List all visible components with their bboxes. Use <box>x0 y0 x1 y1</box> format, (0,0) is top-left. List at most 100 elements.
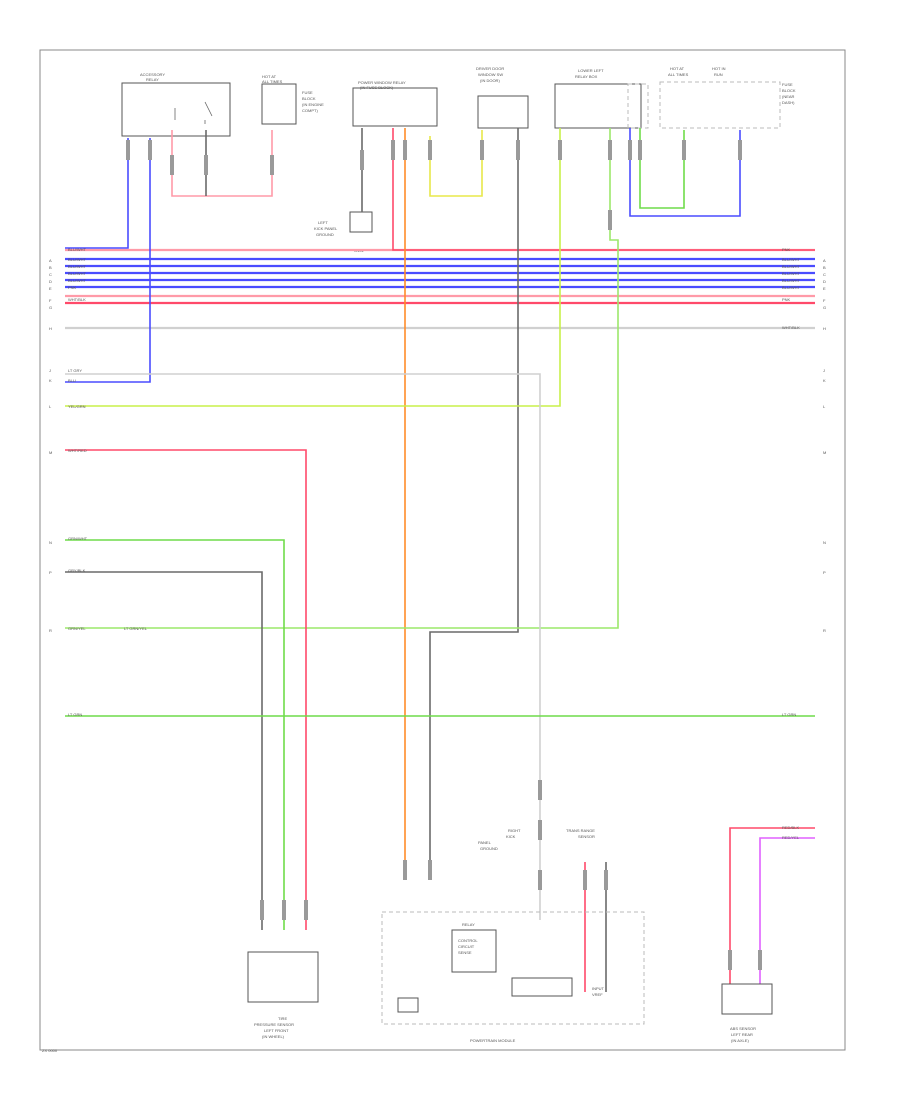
kick-panel-ground-label-1: LEFT <box>318 220 328 225</box>
pin-letter-left: F <box>49 298 52 303</box>
wire <box>65 128 561 407</box>
bus-label-right: BLU/WHT <box>782 257 801 262</box>
connector-pin <box>638 140 642 160</box>
bus-label-right: BLU/WHT <box>782 285 801 290</box>
kick-panel-ground-label-3: GROUND <box>316 232 334 237</box>
fuse-block-label-4: COMPT) <box>302 108 318 113</box>
wire-label-w4: WHT/RED <box>68 448 87 453</box>
bus-label-left: BLU/WHT <box>68 278 87 283</box>
bus-label-right: PNK <box>782 297 791 302</box>
connector-pin <box>428 140 432 160</box>
pin-letter-right: P <box>823 570 826 575</box>
right-ground-label-1: RIGHT <box>508 828 521 833</box>
connector-pin <box>126 140 130 160</box>
pin-letter-left: C <box>49 272 52 277</box>
pin-letter-left: H <box>49 326 52 331</box>
accessory-relay-label-2: RELAY <box>146 77 159 82</box>
connector-pin <box>148 140 152 160</box>
near-dash-fuse-1: FUSE <box>782 82 793 87</box>
connector-pin <box>260 900 264 920</box>
pin-letter-right: R <box>823 628 826 633</box>
pin-letter-left: K <box>49 378 52 383</box>
wire <box>639 128 685 209</box>
abs-sensor-label-3: (IN AXLE) <box>731 1038 749 1043</box>
connector-pin <box>604 870 608 890</box>
pin-letter-left: E <box>49 286 52 291</box>
connector-pin <box>583 870 587 890</box>
connector-pin <box>170 155 174 175</box>
fuse-block-label-1: FUSE <box>302 90 313 95</box>
lower-left-relay-box: LOWER LEFT RELAY BOX <box>554 68 649 129</box>
relay-box-label-2: RELAY BOX <box>575 74 598 79</box>
kick-panel-ground-label-2: KICK PANEL <box>314 226 338 231</box>
pin-letter-left: A <box>49 258 52 263</box>
kick-panel-ground: LEFT KICK PANEL GROUND G101 <box>314 211 373 253</box>
right-ground-label-3: PANEL <box>478 840 492 845</box>
connector-pin <box>403 860 407 880</box>
wire-label-w5: GRN/WHT <box>68 536 88 541</box>
right-ground-label-4: GROUND <box>480 846 498 851</box>
wire-runs <box>65 128 815 992</box>
bus-label-right: BLU/WHT <box>782 264 801 269</box>
connector-pin <box>682 140 686 160</box>
connector-pin <box>391 140 395 160</box>
pin-letter-right: L <box>823 404 826 409</box>
trans-sensor-label-1: TRANS RANGE <box>566 828 595 833</box>
tire-pressure-sensor: TIRE PRESSURE SENSOR LEFT FRONT (IN WHEE… <box>247 951 319 1039</box>
pin-letter-left: J <box>49 368 51 373</box>
abs-sensor-left-rear: ABS SENSOR LEFT REAR (IN AXLE) <box>721 983 773 1043</box>
module-label-relay: RELAY <box>462 922 475 927</box>
connector-pin <box>608 140 612 160</box>
pin-letter-right: K <box>823 378 826 383</box>
connector-pin <box>538 870 542 890</box>
wire-label-w7: GRN/YEL <box>68 626 86 631</box>
pressure-sensor-label-4: (IN WHEEL) <box>262 1034 285 1039</box>
module-inner-vref: VREF <box>592 992 603 997</box>
wire-label-w12: RED/YEL <box>782 835 800 840</box>
right-kick-panel-ground: RIGHT KICK PANEL GROUND <box>478 828 521 851</box>
pin-letter-left: R <box>49 628 52 633</box>
wire <box>429 130 483 197</box>
power-window-relay-label-2: (IN FUSE BLOCK) <box>360 85 394 90</box>
pin-letter-left: D <box>49 279 52 284</box>
powertrain-module: RELAY CONTROL CIRCUIT SENSE IGNITION SIG… <box>381 911 645 1043</box>
wire-label-w10: LT GRN <box>782 712 796 717</box>
bus-label-right: WHT/BLK <box>782 325 800 330</box>
hot-at-all-times-right-1: HOT AT <box>670 66 685 71</box>
driver-door-window-switch: DRIVER DOOR WINDOW SW (IN DOOR) <box>476 66 529 129</box>
pin-letter-left: L <box>49 404 52 409</box>
wire <box>65 138 129 249</box>
accessory-relay: ACCESSORY RELAY <box>121 72 231 137</box>
driver-door-label-1: DRIVER DOOR <box>476 66 504 71</box>
wire <box>171 130 273 197</box>
trans-range-sensor: TRANS RANGE SENSOR <box>566 828 595 839</box>
wire <box>65 373 541 920</box>
pin-letter-left: M <box>49 450 52 455</box>
power-window-relay-label-1: POWER WINDOW RELAY <box>358 80 406 85</box>
bus-label-left: PNK <box>68 285 77 290</box>
abs-sensor-label-2: LEFT REAR <box>731 1032 753 1037</box>
power-window-relay: POWER WINDOW RELAY (IN FUSE BLOCK) <box>352 80 438 127</box>
accessory-relay-label-1: ACCESSORY <box>140 72 165 77</box>
wire <box>429 128 519 880</box>
near-dash-fuse-2: BLOCK <box>782 88 796 93</box>
connector-pins <box>126 140 762 970</box>
footer-code: ZX 0000 <box>42 1048 58 1053</box>
wire <box>65 138 151 383</box>
connector-pin <box>738 140 742 160</box>
harness-bus <box>65 248 815 330</box>
wire <box>65 571 263 930</box>
driver-door-label-3: (IN DOOR) <box>480 78 500 83</box>
near-dash-fuse-3: (NEAR <box>782 94 795 99</box>
hot-at-all-times-label-1: HOT AT <box>262 74 277 79</box>
connector-pin <box>282 900 286 920</box>
module-name: POWERTRAIN MODULE <box>470 1038 516 1043</box>
bus-label-left: BLU/WHT <box>68 257 87 262</box>
connector-pin <box>480 140 484 160</box>
bus-label-right: PNK <box>782 247 791 252</box>
connector-pin <box>538 780 542 800</box>
wire <box>729 827 815 984</box>
pressure-sensor-label-2: PRESSURE SENSOR <box>254 1022 294 1027</box>
wire <box>629 128 741 217</box>
